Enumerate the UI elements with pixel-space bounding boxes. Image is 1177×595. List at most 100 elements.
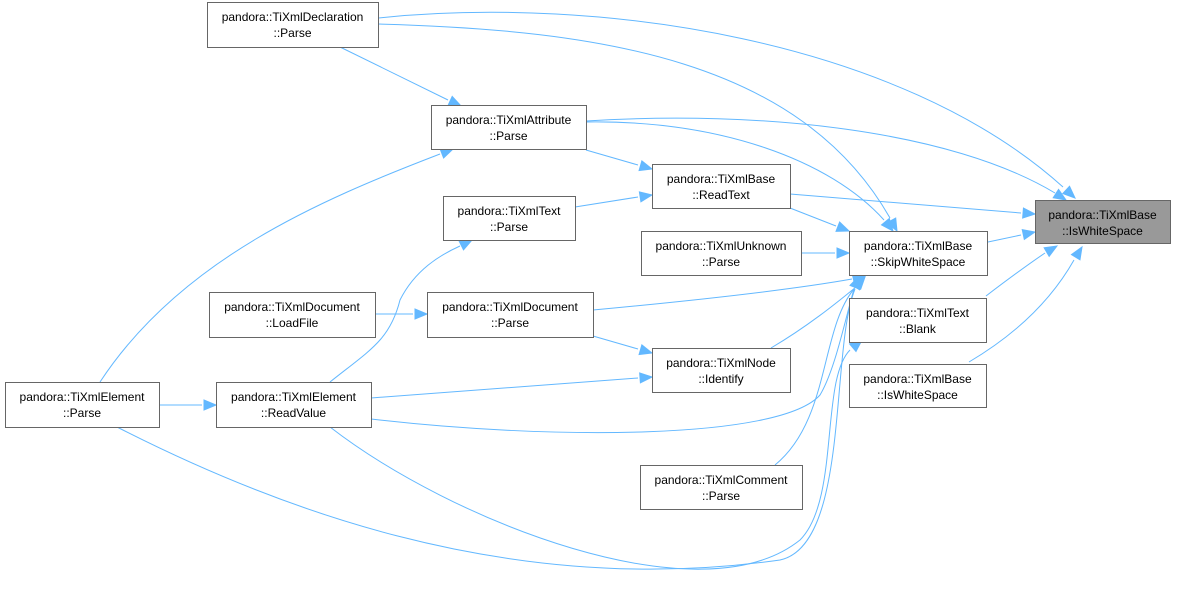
node-box <box>1035 200 1171 244</box>
edge-elemparse-to-readvalue-arrowhead <box>203 399 218 411</box>
node-tixmlbase-readtext[interactable]: pandora::TiXmlBase::ReadText <box>652 164 791 209</box>
edge-comment-to-skipwhitespace-line <box>774 288 855 466</box>
edge-declaration-to-iswhitespace <box>377 11 1076 199</box>
node-label-method: ::Parse <box>490 220 528 234</box>
edge-text-to-readtext <box>574 191 654 208</box>
node-label-class: pandora::TiXmlBase <box>863 372 972 386</box>
node-label-class: pandora::TiXmlBase <box>1048 208 1157 222</box>
edge-declaration-to-iswhitespace-line <box>377 11 1064 188</box>
edge-attribute-to-readtext-arrowhead <box>638 160 654 172</box>
edge-attribute-to-readtext <box>585 149 654 172</box>
edge-blank-to-iswhitespace <box>985 245 1059 297</box>
edge-readvalue-to-text-arrowhead <box>458 239 474 251</box>
node-label-class: pandora::TiXmlText <box>458 204 562 218</box>
edge-declaration-to-skipwhitespace-arrowhead <box>886 217 898 233</box>
edge-readtext-to-iswhitespace <box>789 193 1037 219</box>
node-tixmldeclaration-parse[interactable]: pandora::TiXmlDeclaration::Parse <box>207 2 379 48</box>
edge-declaration-to-skipwhitespace-line <box>377 23 891 219</box>
edge-readvalue-to-text-line <box>329 245 461 383</box>
node-tixmlelement-parse[interactable]: pandora::TiXmlElement::Parse <box>5 382 160 428</box>
node-label-method: ::SkipWhiteSpace <box>871 255 966 269</box>
edge-readtext-to-skipwhitespace <box>789 207 851 232</box>
edge-declaration-to-skipwhitespace <box>377 23 898 233</box>
edge-attribute-to-iswhitespace-arrowhead <box>1052 188 1068 201</box>
edge-docparse-to-identify <box>592 335 654 356</box>
edge-comment-to-skipwhitespace <box>774 275 863 466</box>
node-box <box>849 298 987 343</box>
node-label-class: pandora::TiXmlNode <box>666 356 776 370</box>
edge-readtext-to-skipwhitespace-line <box>789 207 837 227</box>
edge-elemparse-to-skipwhitespace-line <box>116 288 856 570</box>
node-label-method: ::ReadValue <box>261 406 326 420</box>
edge-loadfile-to-docparse <box>375 308 429 320</box>
node-label-method: ::Blank <box>899 322 937 336</box>
edge-docparse-to-identify-arrowhead <box>638 344 654 356</box>
node-label-class: pandora::TiXmlAttribute <box>446 113 572 127</box>
node-tixmltext-parse[interactable]: pandora::TiXmlText::Parse <box>443 196 576 241</box>
node-label-method: ::Parse <box>489 129 527 143</box>
edges <box>99 11 1083 570</box>
node-tixmlcomment-parse[interactable]: pandora::TiXmlComment::Parse <box>640 465 803 510</box>
node-tixmlbase-iswhitespace-overload[interactable]: pandora::TiXmlBase::IsWhiteSpace <box>849 364 987 408</box>
node-tixmlunknown-parse[interactable]: pandora::TiXmlUnknown::Parse <box>641 231 802 276</box>
node-tixmlnode-identify[interactable]: pandora::TiXmlNode::Identify <box>652 348 791 393</box>
edge-skipwhitespace-to-iswhitespace-line <box>987 234 1022 243</box>
edge-readtext-to-iswhitespace-arrowhead <box>1022 207 1037 219</box>
node-label-class: pandora::TiXmlDocument <box>442 300 578 314</box>
node-label-method: ::IsWhiteSpace <box>1062 224 1143 238</box>
node-tixmldocument-loadfile[interactable]: pandora::TiXmlDocument::LoadFile <box>209 292 376 338</box>
edge-elemparse-to-attribute-line <box>99 153 441 383</box>
edge-skipwhitespace-to-iswhitespace <box>987 228 1037 243</box>
edge-text-to-readtext-line <box>574 196 639 208</box>
edge-text-to-readtext-arrowhead <box>638 191 654 203</box>
edge-readtext-to-iswhitespace-line <box>789 193 1022 214</box>
edge-readvalue-to-identify-line <box>370 377 639 399</box>
edge-attribute-to-iswhitespace-line <box>585 117 1056 194</box>
node-label-class: pandora::TiXmlBase <box>667 172 776 186</box>
node-label-class: pandora::TiXmlComment <box>655 473 789 487</box>
edge-docparse-to-skipwhitespace <box>592 273 867 311</box>
node-box <box>5 382 160 428</box>
nodes: pandora::TiXmlBase::IsWhiteSpacepandora:… <box>5 2 1171 510</box>
node-tixmltext-blank[interactable]: pandora::TiXmlText::Blank <box>849 298 987 343</box>
edge-docparse-to-skipwhitespace-line <box>592 278 853 311</box>
edge-attribute-to-readtext-line <box>585 149 639 166</box>
edge-readvalue-to-identify <box>370 372 654 399</box>
edge-identify-to-skipwhitespace-line <box>770 286 857 349</box>
node-box <box>427 292 594 338</box>
node-tixmlbase-skipwhitespace[interactable]: pandora::TiXmlBase::SkipWhiteSpace <box>849 231 988 276</box>
node-box <box>207 2 379 48</box>
edge-elemparse-to-attribute <box>99 148 455 383</box>
node-box <box>652 348 791 393</box>
node-label-method: ::LoadFile <box>266 316 319 330</box>
edge-declaration-to-attribute-arrowhead <box>447 95 463 107</box>
edge-readtext-to-skipwhitespace-arrowhead <box>835 221 851 232</box>
edge-elemparse-to-readvalue <box>159 399 218 411</box>
edge-attribute-to-skipwhitespace-line <box>585 121 885 221</box>
edge-unknown-to-skipwhitespace <box>801 247 851 259</box>
node-box <box>652 164 791 209</box>
node-box <box>641 231 802 276</box>
edge-iswhitespace-overload-to-root-arrowhead <box>1070 245 1083 261</box>
node-box <box>216 382 372 428</box>
node-box <box>849 364 987 408</box>
node-box <box>443 196 576 241</box>
edge-readvalue-to-blank-line <box>329 349 851 570</box>
node-label-method: ::Identify <box>698 372 743 386</box>
edge-skipwhitespace-to-iswhitespace-arrowhead <box>1021 228 1037 241</box>
node-tixmlattribute-parse[interactable]: pandora::TiXmlAttribute::Parse <box>431 105 587 150</box>
edge-readvalue-to-skipwhitespace-line <box>370 288 855 434</box>
node-label-class: pandora::TiXmlElement <box>20 390 146 404</box>
edge-declaration-to-attribute <box>339 46 463 107</box>
node-label-class: pandora::TiXmlDocument <box>224 300 360 314</box>
node-label-method: ::Parse <box>63 406 101 420</box>
node-tixmlbase-iswhitespace-root[interactable]: pandora::TiXmlBase::IsWhiteSpace <box>1035 200 1171 244</box>
node-tixmlelement-readvalue[interactable]: pandora::TiXmlElement::ReadValue <box>216 382 372 428</box>
node-tixmldocument-parse[interactable]: pandora::TiXmlDocument::Parse <box>427 292 594 338</box>
node-label-class: pandora::TiXmlText <box>866 306 970 320</box>
edge-loadfile-to-docparse-arrowhead <box>414 308 429 320</box>
edge-blank-to-iswhitespace-arrowhead <box>1043 245 1059 258</box>
edge-elemparse-to-attribute-arrowhead <box>439 148 455 159</box>
edge-docparse-to-identify-line <box>592 335 639 350</box>
